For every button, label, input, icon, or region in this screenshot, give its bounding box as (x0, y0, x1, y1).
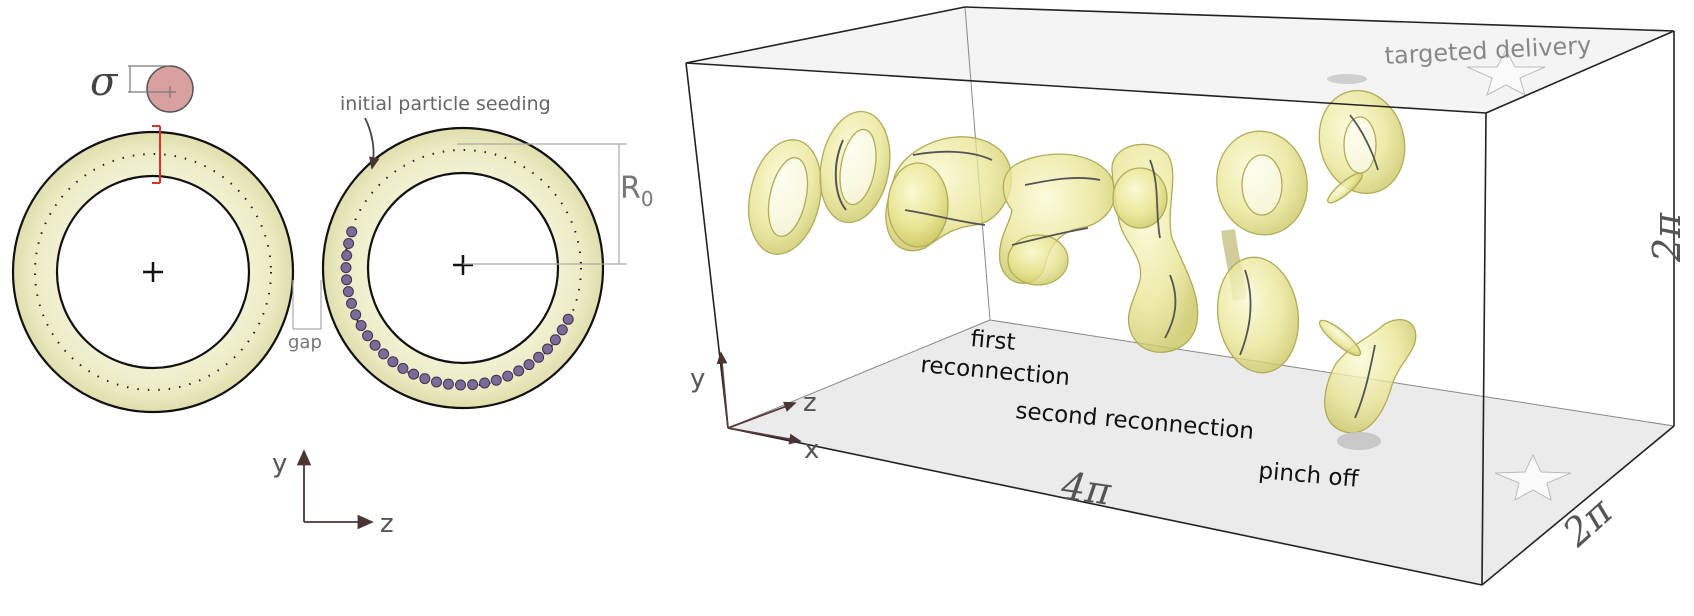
box-ceiling (686, 7, 1674, 113)
yz-axes: y z (272, 449, 394, 539)
vortex-third (1111, 143, 1199, 353)
seed-particle (341, 274, 353, 286)
vortex-tubes (748, 74, 1417, 450)
axis-y-label: y (272, 449, 287, 479)
pinch-shadow (1337, 432, 1381, 450)
seed-particle (355, 320, 367, 331)
seed-particle (362, 330, 374, 342)
seed-particle (419, 373, 431, 385)
seed-particle (549, 334, 561, 346)
seed-particle (502, 370, 514, 382)
delivery-shadow (1327, 74, 1367, 84)
sigma-indicator: σ (90, 59, 194, 113)
gap-label: gap (288, 332, 322, 353)
ring-left (11, 130, 295, 414)
seed-particle (340, 262, 352, 274)
seed-particle (431, 376, 442, 388)
ring-right (321, 126, 605, 410)
seed-particle (455, 379, 466, 391)
thickness-bracket (152, 125, 161, 184)
seeding-label: initial particle seeding (340, 93, 551, 115)
star-top (1466, 48, 1546, 96)
axis-z-label: z (803, 388, 817, 418)
first-reconnection-label-line1: first (969, 326, 1016, 356)
seed-particle (369, 339, 381, 351)
vortex-second-reconnection (998, 153, 1116, 286)
radius-label: R0 (620, 171, 654, 211)
axis-y-label: y (690, 364, 705, 394)
seed-particle (523, 359, 535, 371)
seed-particle (387, 356, 399, 368)
particle-seeding (340, 226, 574, 391)
vortex-first-reconnection (885, 136, 1012, 252)
right-panel: y z x targeted delivery first reconnecti… (685, 6, 1689, 586)
seed-particle (479, 377, 491, 389)
length-y-label: 2π (1645, 212, 1689, 263)
vortex-fourth (1216, 130, 1308, 374)
seed-particle (346, 297, 357, 309)
seed-particle (341, 250, 353, 261)
left-panel: σ initial particle seeding R0 gap (11, 59, 654, 539)
seed-particle (513, 365, 525, 377)
center-cross (453, 255, 473, 275)
seed-particle (346, 226, 358, 238)
seed-particle (490, 374, 502, 386)
length-x-label: 4π (1058, 463, 1115, 514)
vortex-pinch-off (1318, 318, 1417, 434)
box-front-edges (685, 6, 1675, 586)
seed-particle (397, 362, 409, 374)
xyz-axes: y z x (690, 351, 819, 465)
radius-dimension: R0 (457, 143, 654, 265)
vortex-ring-1 (748, 139, 822, 255)
gap-dimension: gap (288, 280, 322, 353)
seed-particle (467, 379, 479, 391)
vortex-fifth (1318, 89, 1406, 204)
axis-z-label: z (380, 509, 394, 539)
seed-particle (442, 378, 454, 390)
vortex-ring-2 (819, 110, 891, 224)
seed-particle (378, 348, 390, 360)
star-bottom (1494, 453, 1572, 501)
center-cross (143, 262, 163, 282)
seed-particle (533, 351, 545, 363)
seed-particle (556, 324, 568, 336)
seeding-pointer-arrow (364, 117, 380, 170)
seed-particle (343, 238, 355, 249)
seed-particle (350, 309, 362, 321)
seed-particle (342, 286, 354, 298)
seed-particle (562, 313, 574, 325)
seed-particle (542, 343, 553, 355)
sigma-label: σ (90, 59, 119, 105)
box-floor (728, 320, 1674, 585)
seed-particle (408, 368, 420, 380)
axis-x-label: x (804, 435, 819, 465)
